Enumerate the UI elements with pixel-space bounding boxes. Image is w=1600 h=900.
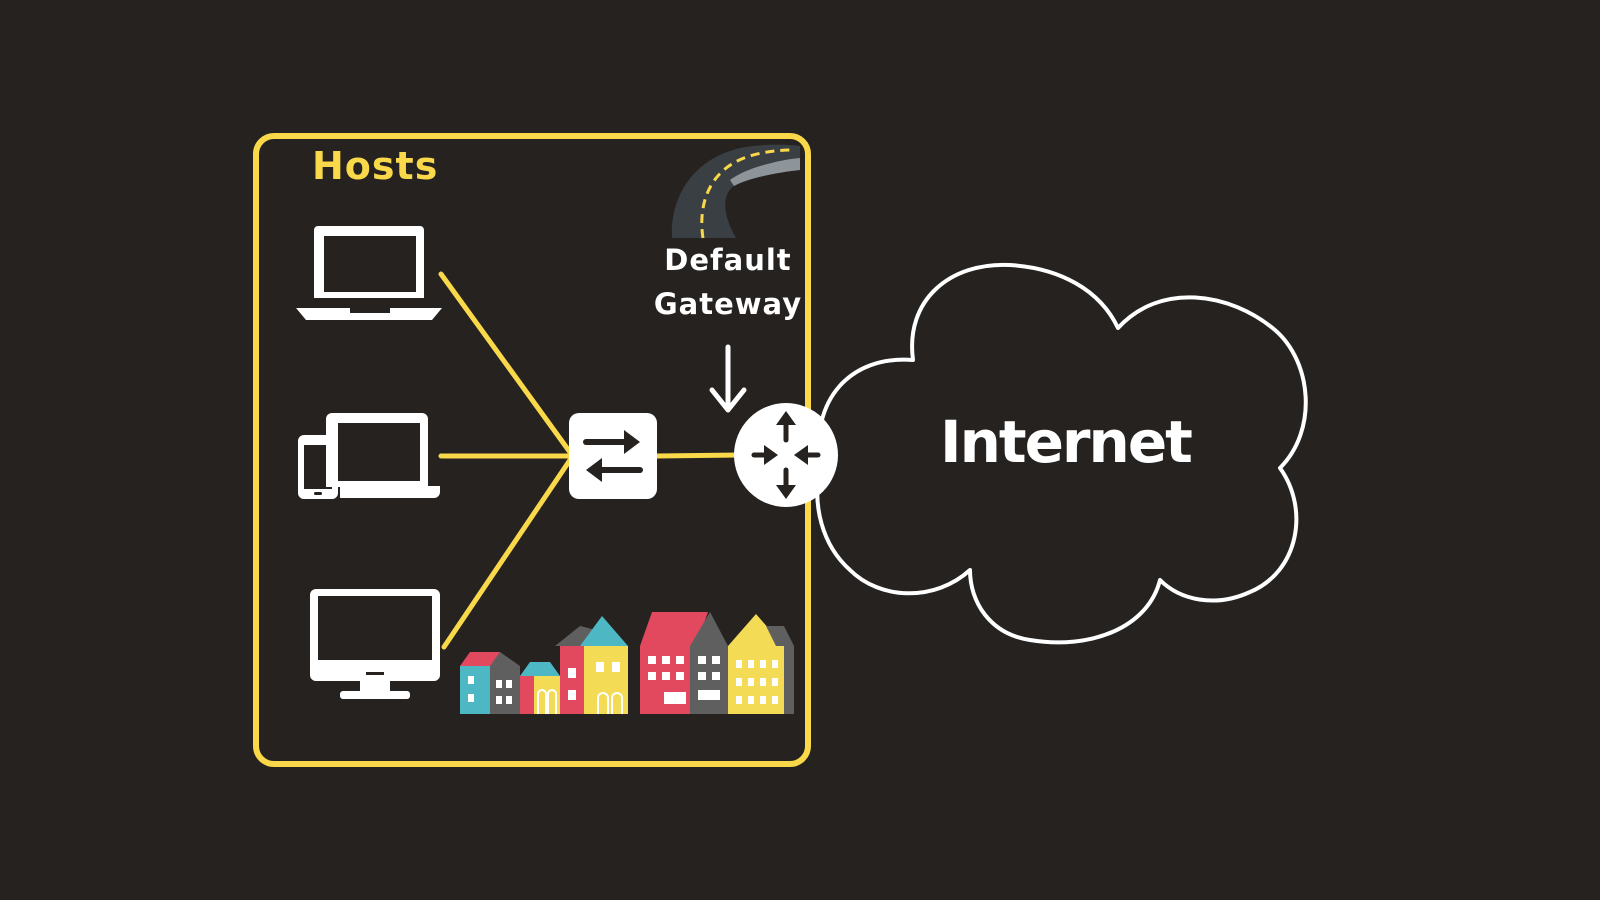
cloud-icon [815,262,1308,645]
internet-label: Internet [940,408,1193,476]
monitor-icon [310,589,440,699]
tablet-laptop-icon [298,413,440,499]
line-laptop-switch [438,271,575,458]
road-icon [671,144,800,239]
hosts-label: Hosts [312,144,439,188]
line-switch-router [654,452,743,459]
connection-lines [438,271,743,650]
default-gateway-label: Default Gateway [644,238,812,326]
houses-icon [460,612,794,714]
gateway-label-line1: Default [664,243,792,277]
laptop-icon [296,226,442,320]
switch-icon [569,413,657,499]
router-icon [734,403,838,507]
arrow-down-icon [709,344,747,413]
line-desktop-switch [441,454,575,650]
gateway-label-line2: Gateway [653,287,803,321]
